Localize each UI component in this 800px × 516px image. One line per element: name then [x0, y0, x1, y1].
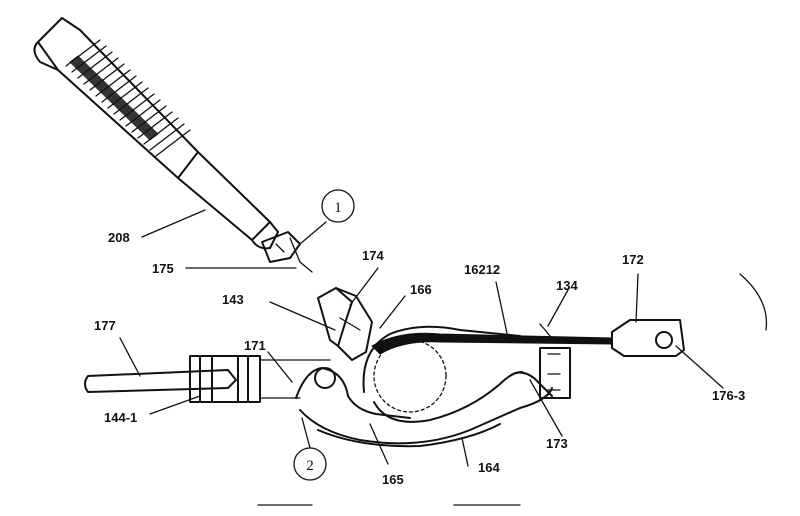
callout-144-1: 144-1: [104, 410, 137, 425]
svg-text:1: 1: [334, 200, 342, 216]
tool-tip: [261, 231, 313, 273]
callout-165: 165: [382, 472, 404, 487]
callout-176-3: 176-3: [712, 388, 745, 403]
callout-143: 143: [222, 292, 244, 307]
callout-164: 164: [478, 460, 500, 475]
callout-16212: 16212: [464, 262, 500, 277]
rod-assembly: [84, 355, 331, 403]
callout-173: 173: [546, 436, 568, 451]
callout-208: 208: [108, 230, 130, 245]
bracket: [317, 287, 373, 361]
leader-lines: [119, 209, 724, 506]
connector-head: [611, 273, 768, 357]
callout-171: 171: [244, 338, 266, 353]
callout-177: 177: [94, 318, 116, 333]
tool-handle: [33, 17, 199, 179]
callout-172: 172: [622, 252, 644, 267]
circled-number-2: 2: [293, 447, 327, 481]
circled-number-1: 1: [321, 189, 355, 223]
callout-174: 174: [362, 248, 384, 263]
tool-shaft: [177, 151, 279, 250]
svg-text:2: 2: [306, 458, 314, 474]
lever-handle: [299, 387, 553, 448]
callout-166: 166: [410, 282, 432, 297]
callout-134: 134: [556, 278, 578, 293]
callout-175: 175: [152, 261, 174, 276]
terminal-block: [509, 347, 571, 399]
